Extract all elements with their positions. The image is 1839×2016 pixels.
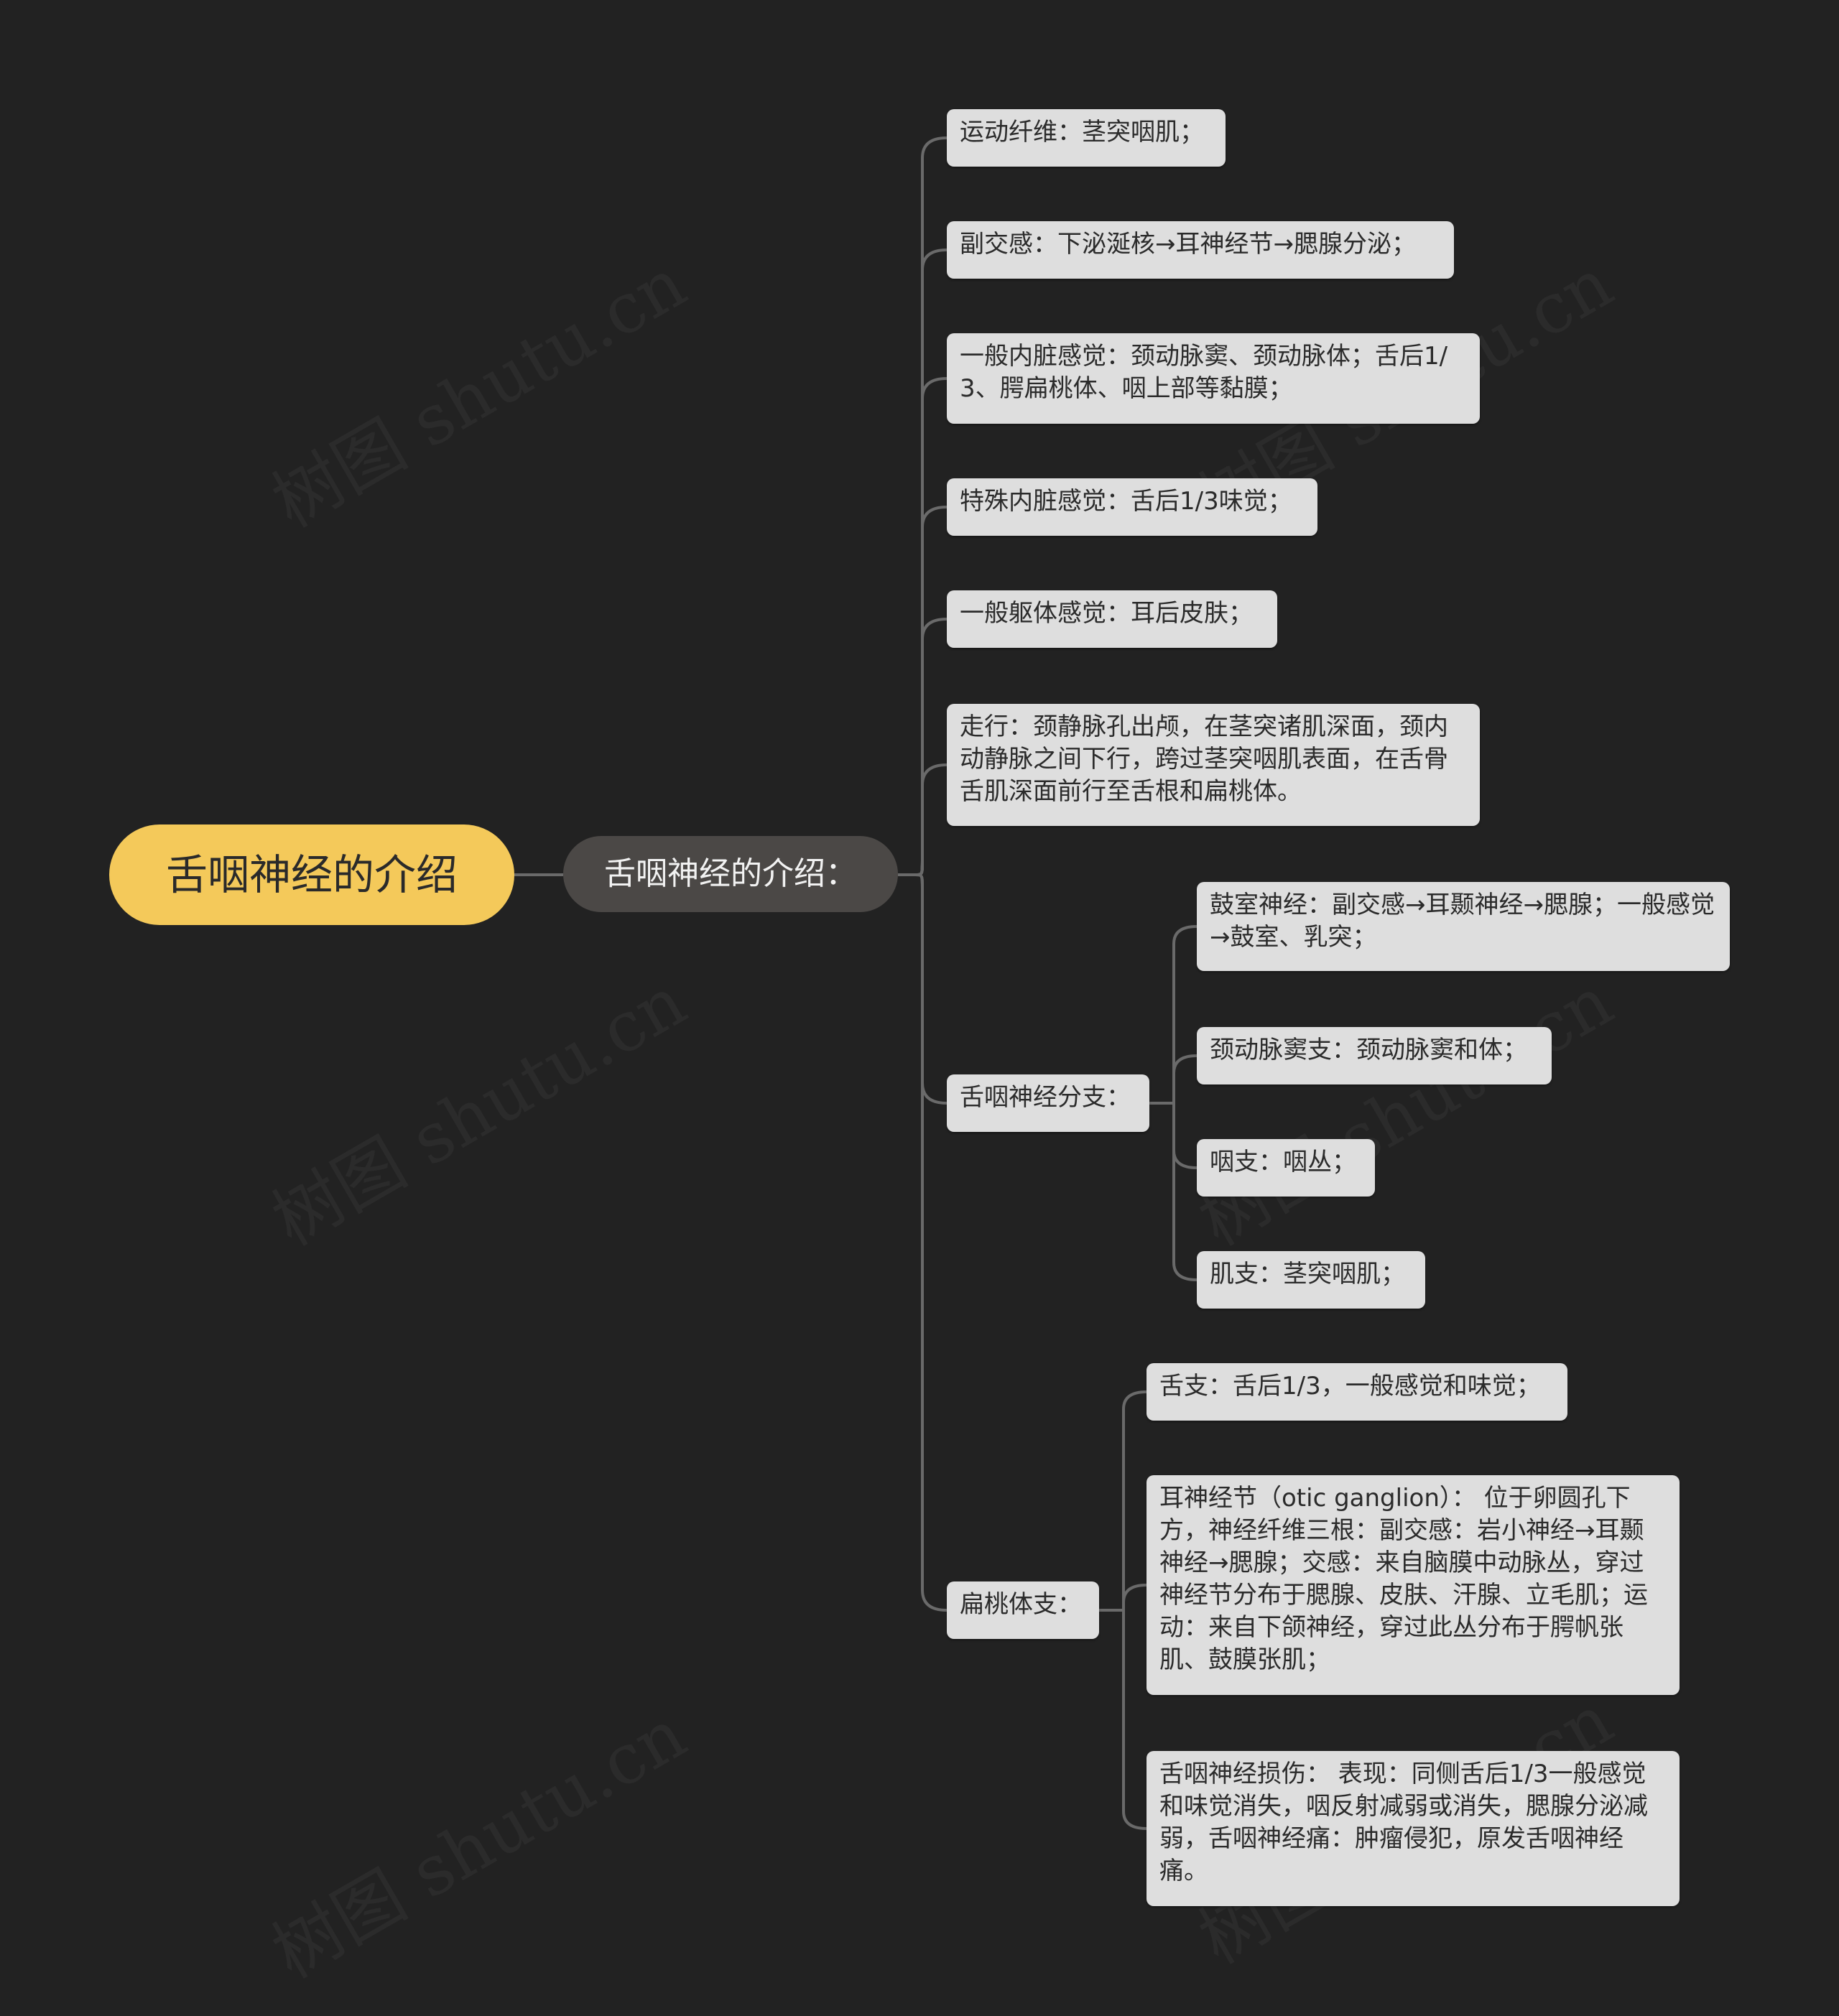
node-pharyngeal-branch[interactable]: 咽支：咽丛； [1197, 1139, 1375, 1197]
connector-branches-child-3 [1149, 1102, 1198, 1281]
node-muscular-branch[interactable]: 肌支：茎突咽肌； [1197, 1251, 1425, 1309]
connector-intro-child-7 [898, 873, 948, 1612]
node-tonsillar-branch[interactable]: 扁桃体支： [947, 1581, 1099, 1639]
connector-branches-child-0 [1149, 925, 1198, 1105]
node-otic-ganglion[interactable]: 耳神经节（otic ganglion）： 位于卵圆孔下方，神经纤维三根：副交感：… [1147, 1475, 1680, 1695]
node-tympanic-nerve[interactable]: 鼓室神经：副交感→耳颞神经→腮腺；一般感觉→鼓室、乳突； [1197, 882, 1730, 971]
node-general-somatic-sensation[interactable]: 一般躯体感觉：耳后皮肤； [947, 590, 1277, 648]
connector-tonsil-child-1 [1099, 1584, 1147, 1612]
intro-node[interactable]: 舌咽神经的介绍： [563, 836, 898, 912]
root-node[interactable]: 舌咽神经的介绍 [109, 824, 514, 925]
node-carotid-sinus-branch[interactable]: 颈动脉窦支：颈动脉窦和体； [1197, 1027, 1552, 1084]
node-motor-fibers[interactable]: 运动纤维：茎突咽肌； [947, 109, 1226, 167]
connector-tonsil-child-0 [1099, 1390, 1147, 1612]
node-branches[interactable]: 舌咽神经分支： [947, 1074, 1149, 1132]
node-course[interactable]: 走行：颈静脉孔出颅，在茎突诸肌深面，颈内动静脉之间下行，跨过茎突咽肌表面，在舌骨… [947, 704, 1480, 826]
node-lingual-branch[interactable]: 舌支：舌后1/3，一般感觉和味觉； [1147, 1363, 1567, 1421]
connector-tonsil-child-2 [1099, 1609, 1147, 1830]
node-general-visceral-sensation[interactable]: 一般内脏感觉：颈动脉窦、颈动脉体；舌后1/3、腭扁桃体、咽上部等黏膜； [947, 333, 1480, 424]
node-nerve-injury[interactable]: 舌咽神经损伤： 表现：同侧舌后1/3一般感觉和味觉消失，咽反射减弱或消失，腮腺分… [1147, 1751, 1680, 1906]
node-special-visceral-sensation[interactable]: 特殊内脏感觉：舌后1/3味觉； [947, 478, 1317, 536]
connector-intro-child-5 [898, 763, 948, 876]
connector-branches-child-1 [1149, 1054, 1198, 1105]
node-parasympathetic[interactable]: 副交感：下泌涎核→耳神经节→腮腺分泌； [947, 221, 1454, 279]
